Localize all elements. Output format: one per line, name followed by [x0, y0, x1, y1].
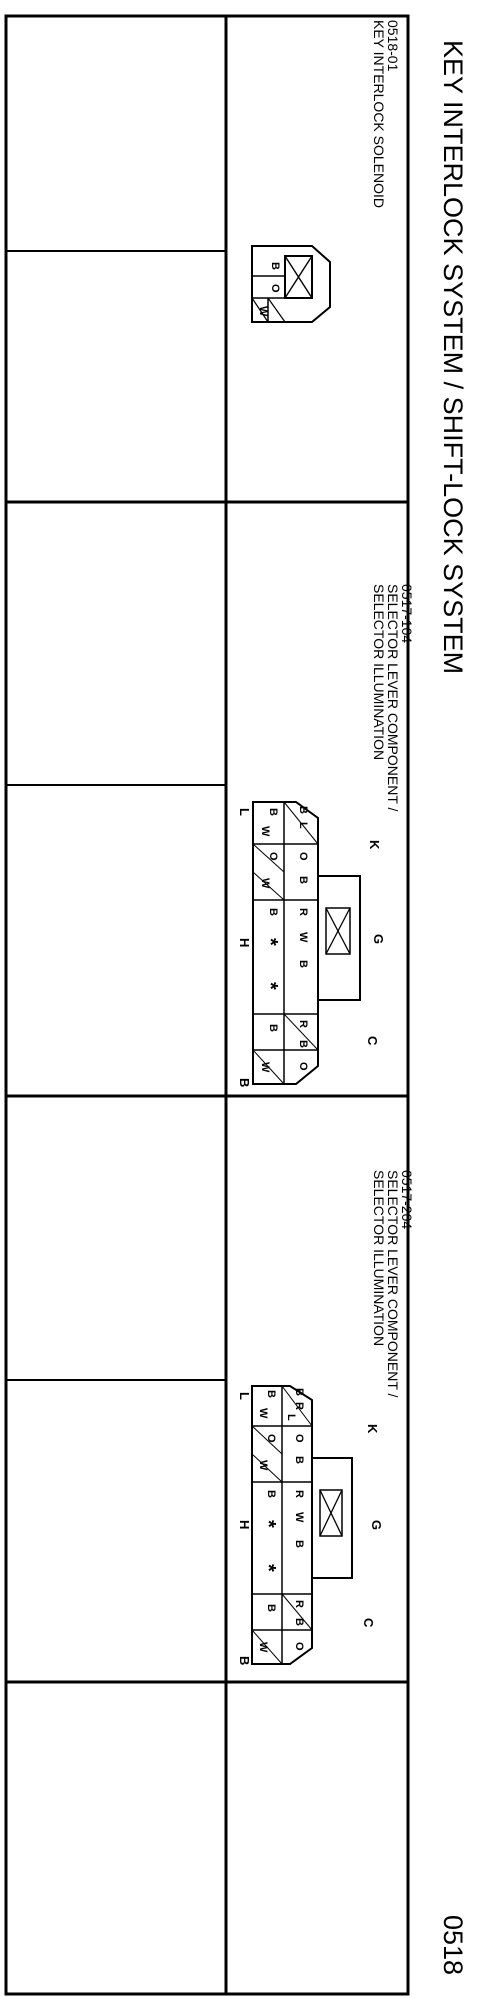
pin-label: W — [257, 306, 269, 317]
connector-0517-204-side-labels: K G C L H B — [237, 1392, 384, 1665]
connector-name-line: KEY INTERLOCK SOLENOID — [371, 20, 387, 208]
connector-0517-104-side-labels: K G C L H B — [237, 808, 386, 1087]
pin-label: W — [257, 1460, 269, 1471]
pin-label: B — [265, 1490, 277, 1498]
connector-code: 0517-204 — [399, 1170, 415, 1229]
pin-label: B — [293, 1388, 305, 1396]
page-number: 0518 — [438, 1915, 468, 1975]
pin-label: B — [267, 1024, 279, 1032]
pin-label: B — [297, 806, 309, 814]
page-header: KEY INTERLOCK SYSTEM / SHIFT-LOCK SYSTEM — [438, 40, 468, 674]
pin-label: B — [297, 960, 309, 968]
terminal-label-g: G — [371, 934, 386, 944]
sheet-grid — [4, 14, 410, 1996]
terminal-label-b: B — [237, 1656, 252, 1665]
connector-0518-01-housing — [251, 245, 331, 323]
connector-housing — [251, 245, 331, 323]
connector-0518-01: 0518-01 KEY INTERLOCK SOLENOID B O W — [251, 20, 401, 323]
connector-0517-104: 0517-104 SELECTOR LEVER COMPONENT / SELE… — [237, 584, 415, 1087]
page-number-group: 0518 — [438, 1915, 468, 1975]
pin-label: * — [259, 982, 281, 990]
pin-label: B — [297, 876, 309, 884]
pin-label: B — [265, 1390, 277, 1398]
pin-label: B — [265, 1604, 277, 1612]
terminal-label-l: L — [237, 1392, 252, 1400]
pin-label: O — [269, 284, 281, 293]
pin-label: R — [293, 1490, 305, 1498]
pin-label: R — [297, 908, 309, 916]
pin-label: R — [297, 1020, 309, 1028]
terminal-label-l: L — [237, 808, 252, 816]
pin-label: W — [259, 826, 271, 837]
connector-0518-01-pins: B O W — [257, 262, 281, 317]
connector-housing — [252, 801, 319, 1085]
pin-label: B — [297, 1040, 309, 1048]
pin-label: * — [259, 938, 281, 946]
sheet-frame — [4, 14, 410, 1996]
pin-label: W — [259, 1062, 271, 1073]
pin-label: B — [293, 1540, 305, 1548]
connector-0517-204: 0517-204 SELECTOR LEVER COMPONENT / SELE… — [237, 1170, 415, 1665]
pin-label: O — [265, 1434, 277, 1443]
pin-label: B — [267, 808, 279, 816]
connector-latch — [284, 255, 313, 299]
pin-label: R — [293, 1402, 305, 1410]
terminal-label-b: B — [237, 1078, 252, 1087]
pin-label: * — [257, 1520, 279, 1528]
connector-latch — [311, 1457, 353, 1579]
pin-label: B — [293, 1456, 305, 1464]
connector-0517-204-caption: 0517-204 SELECTOR LEVER COMPONENT / SELE… — [371, 1170, 415, 1398]
connector-0518-01-caption: 0518-01 KEY INTERLOCK SOLENOID — [371, 20, 401, 208]
terminal-label-c: C — [365, 1036, 380, 1046]
connector-code: 0517-104 — [399, 584, 415, 643]
terminal-label-k: K — [365, 1424, 380, 1434]
connector-name-line: SELECTOR ILLUMINATION — [371, 1170, 387, 1346]
pin-label: R — [293, 1600, 305, 1608]
connector-name-line: SELECTOR LEVER COMPONENT / — [385, 1170, 401, 1398]
terminal-label-h: H — [237, 1520, 252, 1529]
terminal-label-h: H — [237, 938, 252, 947]
connector-latch — [317, 875, 361, 1001]
pin-label: O — [293, 1642, 305, 1651]
pin-label: L — [297, 822, 309, 829]
connector-0517-104-pins: B L O B R W B R B O B W O W B * * B W — [259, 806, 309, 1073]
connector-name-line: SELECTOR LEVER COMPONENT / — [385, 584, 401, 812]
pin-label: W — [257, 1408, 269, 1419]
pin-label: B — [293, 1618, 305, 1626]
terminal-label-g: G — [369, 1520, 384, 1530]
pin-label: L — [285, 1414, 297, 1421]
pin-label: W — [293, 1512, 305, 1523]
page-title: KEY INTERLOCK SYSTEM / SHIFT-LOCK SYSTEM — [438, 40, 468, 674]
connector-code: 0518-01 — [385, 20, 401, 72]
connector-0517-204-pins: B R L O B R W B R B O B W O W B * * B W — [257, 1388, 305, 1653]
connector-0517-104-caption: 0517-104 SELECTOR LEVER COMPONENT / SELE… — [371, 584, 415, 812]
pin-label: B — [269, 262, 281, 270]
terminal-label-k: K — [367, 840, 382, 850]
pin-label: O — [297, 1062, 309, 1071]
pin-label: B — [267, 908, 279, 916]
pin-label: W — [297, 932, 309, 943]
pin-label: * — [257, 1564, 279, 1572]
connector-name-line: SELECTOR ILLUMINATION — [371, 584, 387, 760]
pin-label: W — [257, 1642, 269, 1653]
connector-0517-104-housing — [252, 801, 361, 1085]
connector-housing — [251, 1385, 313, 1665]
pin-label: W — [259, 878, 271, 889]
pin-label: O — [267, 852, 279, 861]
pin-label: O — [297, 852, 309, 861]
terminal-label-c: C — [361, 1618, 376, 1628]
pin-label: O — [293, 1434, 305, 1443]
connector-0517-204-housing — [251, 1385, 353, 1665]
